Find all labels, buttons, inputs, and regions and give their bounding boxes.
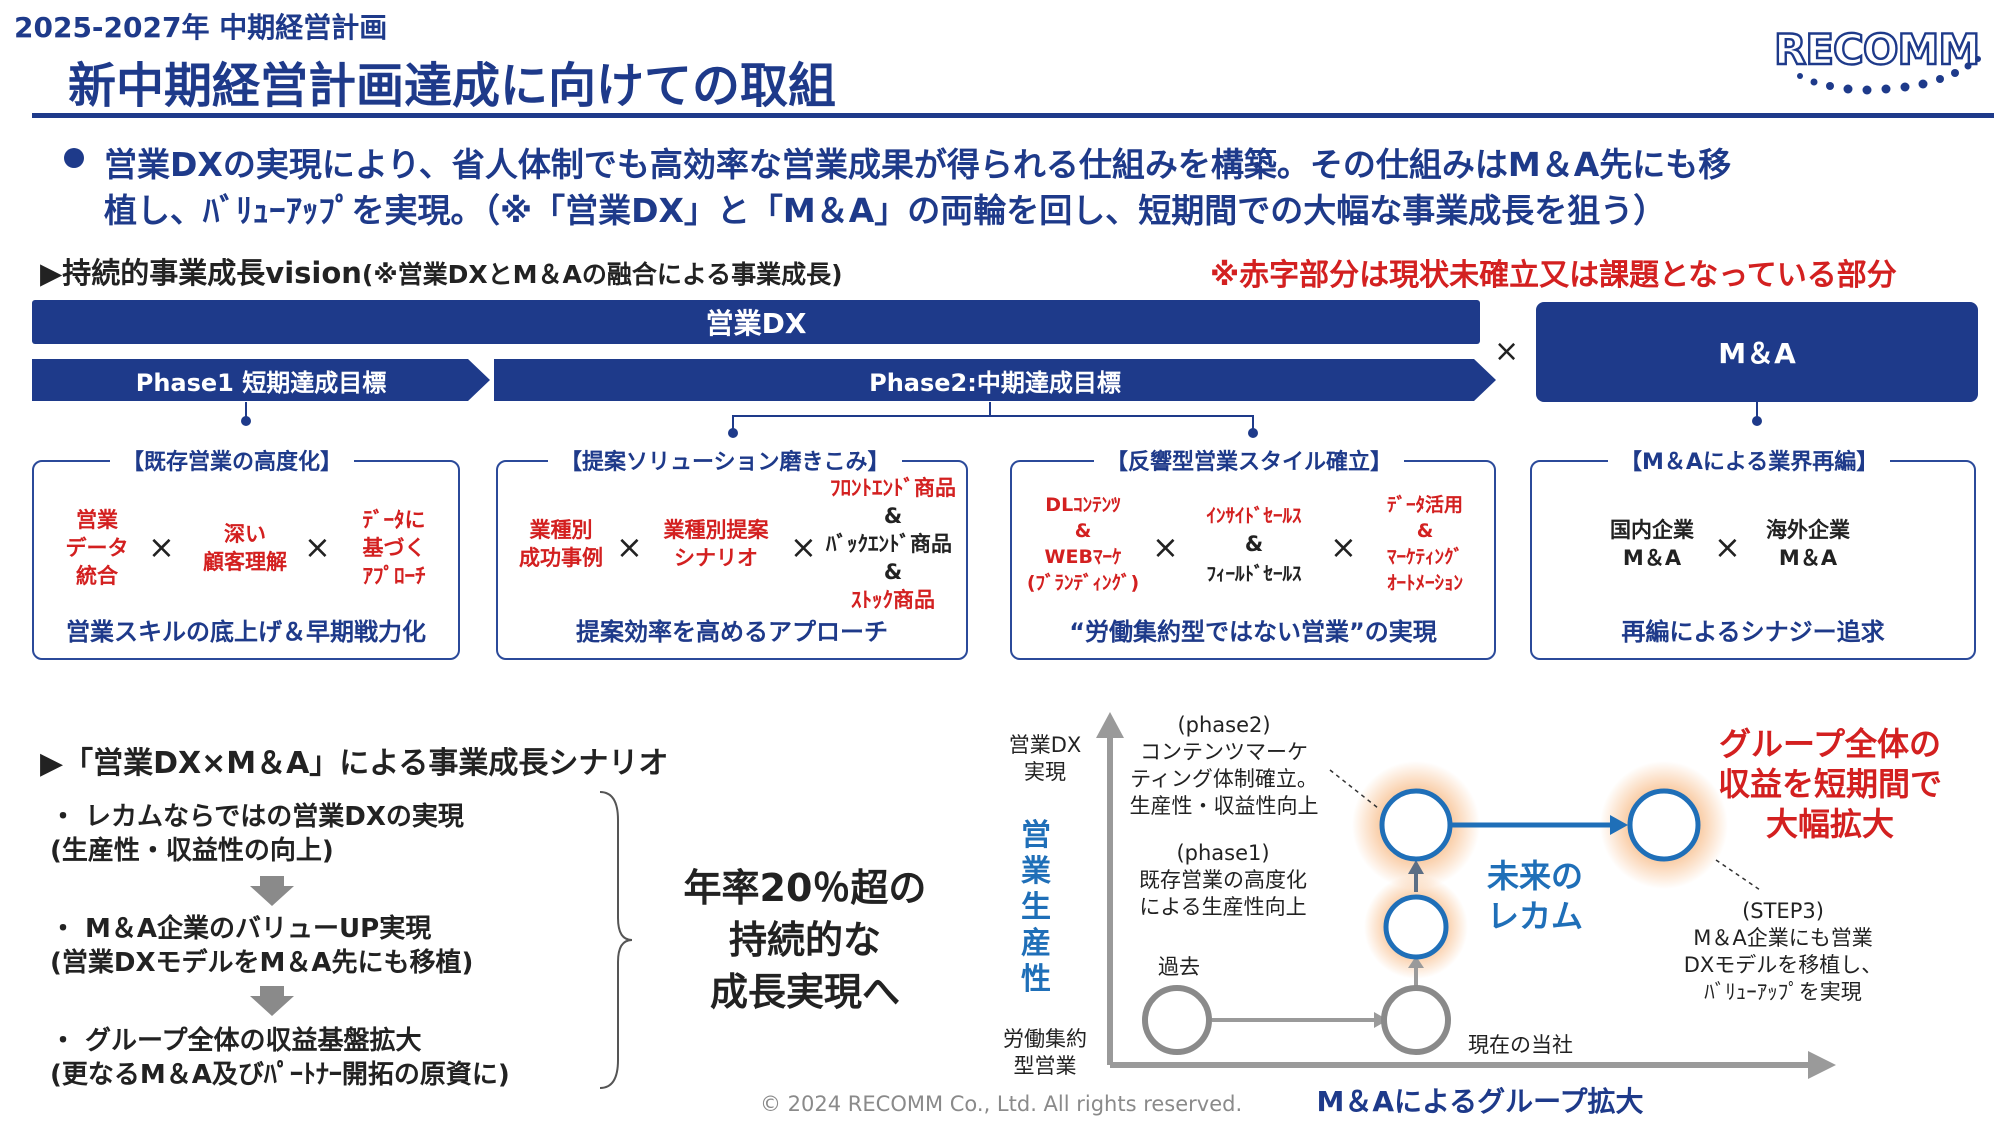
vision-heading-note: (※営業DXとM＆Aの融合による事業成長) — [361, 260, 843, 289]
times-icon: × — [304, 528, 331, 566]
scenario-step-1-sub: (生産性・収益性の向上) — [50, 836, 334, 866]
scenario-step-3: ・ グループ全体の収益基盤拡大 — [50, 1026, 422, 1056]
connector-dot-1 — [241, 416, 251, 426]
down-arrow-1 — [250, 876, 294, 910]
box-item: 海外企業 M＆A — [1766, 518, 1850, 570]
box-footer: 営業スキルの底上げ＆早期戦力化 — [66, 618, 426, 646]
goal-label: グループ全体の 収益を短期間で 大幅拡大 — [1717, 725, 1942, 843]
box-item: 国内企業 M＆A — [1610, 518, 1694, 570]
x-axis-label: M＆Aによるグループ拡大 — [1316, 1085, 1644, 1118]
product-stock: ｽﾄｯｸ商品 — [851, 588, 935, 612]
product-backend-suffix: 商品 — [910, 532, 952, 556]
y-bottom-label: 労働集約 型営業 — [1003, 1027, 1087, 1078]
box-footer: 提案効率を高めるアプローチ — [576, 618, 888, 646]
red-note: ※赤字部分は現状未確立又は課題となっている部分 — [1210, 258, 1897, 293]
box-item: 業種別提案 シナリオ — [663, 518, 769, 570]
box-item: DLｺﾝﾃﾝﾂ & WEBﾏｰｹ (ﾌﾞﾗﾝﾃﾞｨﾝｸﾞ) — [1026, 494, 1140, 594]
scenario-step-1: ・ レカムならではの営業DXの実現 — [50, 802, 464, 832]
box-item: 営業 データ 統合 — [65, 508, 129, 588]
box-inbound: 【反響型営業スタイル確立】 DLｺﾝﾃﾝﾂ & WEBﾏｰｹ (ﾌﾞﾗﾝﾃﾞｨﾝ… — [1010, 444, 1496, 660]
connector-dot-2b — [1248, 428, 1258, 438]
ma-bar: M＆A — [1536, 302, 1978, 402]
scenario-result: 年率20％超の 持続的な 成長実現へ — [683, 866, 927, 1014]
scenario-brace — [598, 790, 634, 1094]
logo-text: RECOMM — [1774, 25, 1979, 74]
supertitle: 2025-2027年 中期経営計画 — [14, 11, 388, 44]
box-existing-sales: 【既存営業の高度化】 営業 データ 統合 × 深い 顧客理解 × ﾃﾞｰﾀに 基… — [32, 444, 460, 660]
step3-note: (STEP3) M＆A企業にも営業 DXモデルを移植し、 ﾊﾞﾘｭｰｱｯﾌﾟを実… — [1683, 899, 1883, 1004]
field-sales: ﾌｨｰﾙﾄﾞｾｰﾙｽ — [1206, 563, 1302, 585]
times-icon: × — [1330, 528, 1357, 566]
box-footer: “労働集約型ではない営業”の実現 — [1069, 618, 1437, 646]
box-title: 【反響型営業スタイル確立】 — [1094, 444, 1405, 476]
vision-heading-main: ▶持続的事業成長vision — [40, 256, 362, 290]
box-item: ｲﾝｻｲﾄﾞｾｰﾙｽ — [1206, 505, 1302, 527]
product-backend-name: ﾊﾞｯｸｴﾝﾄﾞ — [826, 532, 910, 556]
scenario-step-3-sub: (更なるM＆A及びﾊﾟｰﾄﾅｰ開拓の原資に) — [50, 1060, 510, 1090]
future-label: 未来の レカム — [1486, 857, 1583, 935]
amp-1: & — [883, 504, 903, 528]
phase2-note: (phase2) コンテンツマーケ ティング体制確立。 生産性・収益性向上 — [1129, 713, 1319, 818]
header-rule — [32, 113, 1994, 118]
box-item: ﾃﾞｰﾀに 基づく ｱﾌﾟﾛｰﾁ — [362, 508, 426, 588]
scenario-step-2-sub: (営業DXモデルをM＆A先にも移植) — [50, 948, 474, 978]
intro-line-1: 営業DXの実現により、省人体制でも高効率な営業成果が得られる仕組みを構築。その仕… — [104, 145, 1732, 184]
box-item: ﾃﾞｰﾀ活用 & ﾏｰｹﾃｨﾝｸﾞ ｵｰﾄﾒｰｼｮﾝ — [1386, 494, 1463, 594]
down-arrow-2 — [250, 986, 294, 1020]
box-title: 【提案ソリューション磨きこみ】 — [548, 444, 902, 476]
times-icon: × — [790, 528, 817, 566]
phase1-bar: Phase1 短期達成目標 — [32, 359, 490, 401]
scenario-heading: ▶「営業DX×M＆A」による事業成長シナリオ — [40, 746, 669, 781]
box-footer: 再編によるシナジー追求 — [1621, 618, 1885, 646]
box-solution: 【提案ソリューション磨きこみ】 業種別 成功事例 × 業種別提案 シナリオ × … — [496, 444, 968, 660]
dx-ma-times: × — [1494, 334, 1520, 369]
box-item: 深い 顧客理解 — [203, 522, 287, 574]
times-icon: × — [1714, 528, 1741, 566]
box-title: 【M＆Aによる業界再編】 — [1608, 444, 1891, 476]
times-icon: × — [616, 528, 643, 566]
box-ma: 【M＆Aによる業界再編】 国内企業 M＆A × 海外企業 M＆A 再編によるシナ… — [1530, 444, 1976, 660]
past-label: 過去 — [1158, 955, 1200, 979]
times-icon: × — [148, 528, 175, 566]
company-logo: RECOMM — [1770, 18, 1992, 98]
box-title: 【既存営業の高度化】 — [110, 444, 355, 476]
product-backend: ﾊﾞｯｸｴﾝﾄﾞ商品 — [804, 530, 974, 558]
intro-bullet — [64, 148, 84, 168]
y-axis-label: 営業生産性 — [1021, 818, 1051, 997]
phase1-note: (phase1) 既存営業の高度化 による生産性向上 — [1139, 841, 1307, 919]
phase2-bar: Phase2:中期達成目標 — [494, 359, 1496, 401]
y-top-label: 営業DX 実現 — [1008, 733, 1082, 784]
times-icon: × — [1152, 528, 1179, 566]
dx-bar: 営業DX — [32, 300, 1480, 344]
scenario-step-2: ・ M＆A企業のバリューUP実現 — [50, 914, 432, 944]
connector-dot-4 — [1752, 416, 1762, 426]
intro-line-2: 植し、ﾊﾞﾘｭｰｱｯﾌﾟを実現。（※「営業DX」と「M＆A」の両輪を回し、短期間… — [104, 191, 1667, 230]
amp-2: & — [883, 560, 903, 584]
vision-heading: ▶持続的事業成長vision(※営業DXとM＆Aの融合による事業成長) — [40, 250, 843, 292]
current-label: 現在の当社 — [1468, 1033, 1573, 1057]
page-title: 新中期経営計画達成に向けての取組 — [68, 58, 837, 114]
copyright: © 2024 RECOMM Co., Ltd. All rights reser… — [760, 1092, 1243, 1116]
connector-dot-2a — [728, 428, 738, 438]
box-item: 業種別 成功事例 — [519, 518, 603, 570]
product-frontend: ﾌﾛﾝﾄｴﾝﾄﾞ商品 — [830, 476, 956, 500]
amp-3: & — [1244, 532, 1264, 556]
